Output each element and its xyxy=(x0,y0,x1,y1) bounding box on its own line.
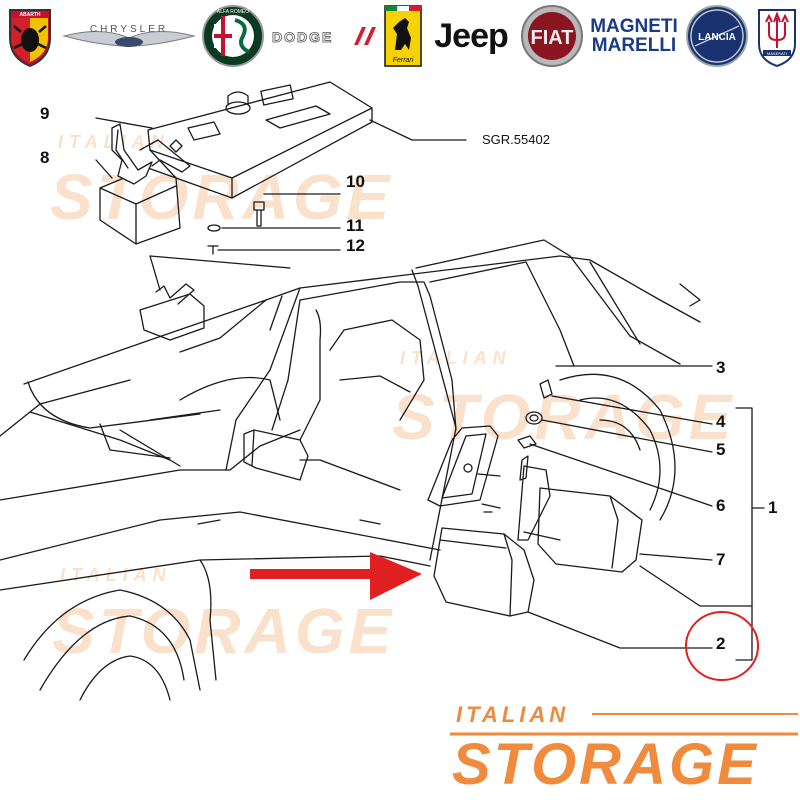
red-arrow-icon xyxy=(250,552,422,600)
chrysler-wings-icon: CHRYSLER xyxy=(62,4,196,68)
chrysler-label: CHRYSLER xyxy=(90,24,168,35)
callout-1: 1 xyxy=(768,498,778,517)
abarth-label: ABARTH xyxy=(19,12,40,18)
grommet-5 xyxy=(525,411,543,425)
jeep-label: Jeep xyxy=(434,16,508,55)
alfa-romeo-roundel-icon: ALFA ROMEO xyxy=(200,4,266,68)
callout-12: 12 xyxy=(346,236,365,255)
highlight-circle xyxy=(685,611,759,681)
callout-6: 6 xyxy=(716,496,726,515)
roof-console xyxy=(147,81,373,199)
mirror-glass-2 xyxy=(433,527,535,617)
leader-8 xyxy=(95,159,113,179)
italian-storage-logo: ITALIAN STORAGE xyxy=(450,700,800,800)
mirror-housing-7 xyxy=(517,465,643,573)
lancia-badge-icon: LANCIA xyxy=(684,4,750,68)
fiat-badge-icon: FIAT xyxy=(520,4,584,68)
ferrari-prancing-horse-icon: Ferrari xyxy=(382,4,424,68)
jeep-wordmark-icon: Jeep xyxy=(428,4,514,68)
clip-4 xyxy=(539,379,553,399)
logo-storage-text: STORAGE xyxy=(452,732,759,797)
mirror-base-plate xyxy=(427,425,501,513)
leader-7 xyxy=(639,553,713,561)
alfa-romeo-label: ALFA ROMEO xyxy=(217,9,249,15)
screw-10 xyxy=(253,201,265,227)
screw-12 xyxy=(207,245,219,255)
leader-4 xyxy=(551,395,713,425)
leader-9 xyxy=(95,117,153,129)
callout-3: 3 xyxy=(716,358,726,377)
callout-2: 2 xyxy=(716,634,726,653)
leader-2 xyxy=(527,611,713,649)
dodge-stripes-icon: DODGE xyxy=(270,4,376,68)
washer-11 xyxy=(207,224,221,232)
leader-5 xyxy=(541,419,713,453)
callout-8: 8 xyxy=(40,148,50,167)
abarth-scorpion-badge-icon: ABARTH xyxy=(0,4,60,68)
callout-10: 10 xyxy=(346,172,365,191)
callout-5: 5 xyxy=(716,440,726,459)
logo-italian-text: ITALIAN xyxy=(456,702,576,728)
callout-9: 9 xyxy=(40,104,50,123)
nut-6 xyxy=(517,435,537,481)
callout-4: 4 xyxy=(716,412,726,431)
car-body-outline xyxy=(0,239,701,701)
reference-code: SGR.55402 xyxy=(482,132,550,147)
installed-courtesy-lamp xyxy=(139,283,205,341)
courtesy-lamp-assembly xyxy=(99,123,191,245)
maserati-trident-icon: MASERATI xyxy=(754,4,800,68)
callout-11: 11 xyxy=(346,216,364,235)
bracket-1 xyxy=(735,407,753,661)
installed-mirror xyxy=(243,429,401,491)
leader-sgr xyxy=(369,119,467,141)
leader-6 xyxy=(529,443,713,507)
dodge-label: DODGE xyxy=(272,29,333,45)
magneti-marelli-wordmark-icon: MAGNETI MARELLI xyxy=(588,4,680,68)
ferrari-label: Ferrari xyxy=(393,57,414,64)
callout-7: 7 xyxy=(716,550,726,569)
fiat-label: FIAT xyxy=(531,27,574,49)
lancia-label: LANCIA xyxy=(698,32,736,43)
brand-logo-bar: ABARTH CHRYSLER ALFA ROMEO xyxy=(0,0,800,72)
magneti-marelli-label: MAGNETI MARELLI xyxy=(590,16,678,56)
maserati-label: MASERATI xyxy=(767,51,787,56)
